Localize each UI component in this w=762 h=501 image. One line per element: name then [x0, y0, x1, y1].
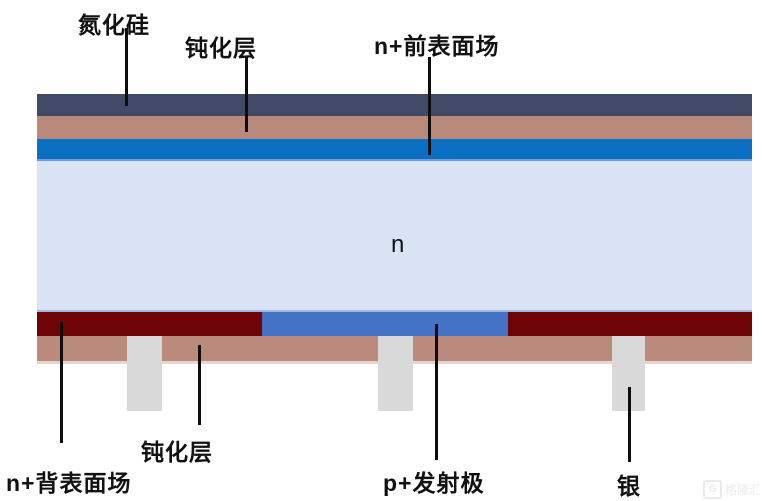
p-emitter-segment [262, 312, 508, 336]
silver-contact-finger [127, 336, 162, 411]
layer-stack [37, 0, 752, 501]
label-silicon-nitride: 氮化硅 [78, 12, 150, 38]
leader-line-p-emitter [435, 324, 438, 460]
leader-line-front-surface-field [428, 57, 431, 155]
leader-line-silicon-nitride [125, 28, 128, 106]
silicon-nitride-layer [37, 94, 752, 116]
label-rear-passivation: 钝化层 [141, 439, 213, 465]
label-front-passivation: 钝化层 [185, 35, 257, 61]
label-n-base: n [391, 231, 405, 258]
back-surface-field-left-segment [37, 312, 262, 336]
label-front-surface-field: n+前表面场 [374, 33, 500, 59]
leader-line-front-passivation [245, 57, 248, 132]
watermark-logo-icon: G [702, 480, 722, 499]
label-p-emitter: p+发射极 [383, 470, 485, 496]
rear-doped-band [37, 310, 752, 336]
n-base-layer [37, 161, 752, 310]
front-surface-field-layer [37, 139, 752, 161]
back-surface-field-right-segment [508, 312, 752, 336]
watermark-text: 格隆汇 [724, 483, 761, 497]
leader-line-silver [628, 387, 631, 462]
label-back-surface-field: n+背表面场 [6, 470, 132, 496]
label-silver: 银 [617, 473, 641, 499]
leader-line-back-surface-field [60, 322, 63, 443]
leader-line-rear-passivation [198, 345, 201, 425]
front-passivation-layer [37, 116, 752, 139]
silver-contact-finger [378, 336, 413, 411]
watermark: G 格隆汇 [702, 480, 761, 499]
